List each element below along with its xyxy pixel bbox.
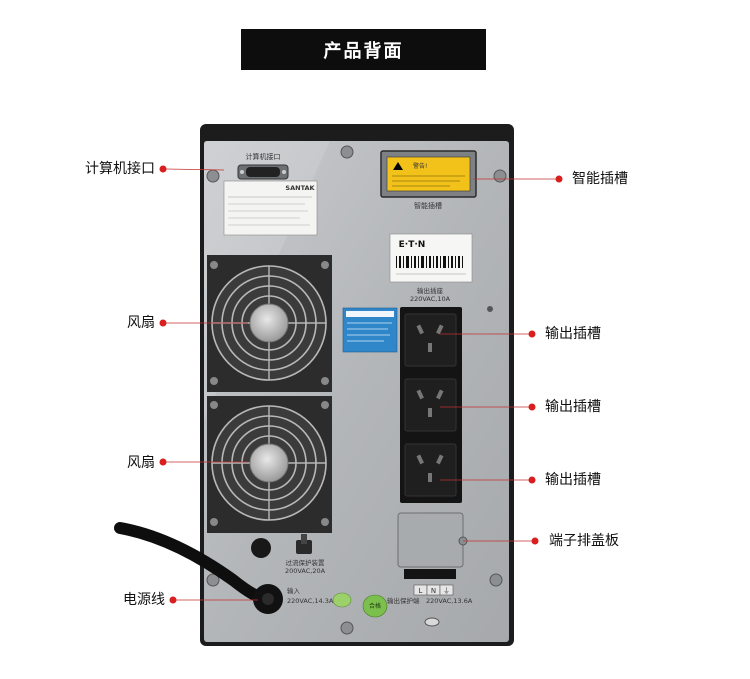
terminal-mark-ground: ⏚ [443,587,450,595]
breaker-rating: 200VAC,20A [285,567,326,575]
fan-top [207,255,332,392]
overcurrent-breaker: 过流保护装置 200VAC,20A [251,534,326,575]
callout-output-socket-1: 输出插槽 [545,326,601,342]
callout-fan-top: 风扇 [127,315,155,331]
terminal-cover-plate [397,512,468,579]
output-socket-block [400,307,462,503]
breaker-label: 过流保护装置 [286,558,326,567]
info-sticker [342,307,398,353]
input-rating: 220VAC,14.3A [287,597,334,605]
output-socket-1 [404,313,457,367]
panel-screws [206,145,507,635]
fan-bottom [207,396,332,533]
callout-power-cord: 电源线 [123,592,165,608]
page-title-banner: 产品背面 [241,29,486,70]
eaton-brand: E·T·N [399,240,426,250]
callout-terminal-cover: 端子排盖板 [549,533,619,549]
callout-dots [159,165,563,604]
santak-brand: SANTAK [285,184,315,192]
callout-fan-bottom: 风扇 [127,455,155,471]
eaton-barcode-label: E·T·N [389,233,473,283]
smart-slot-label: 智能插槽 [414,201,442,210]
output-socket-label: 输出插座 [417,286,444,295]
terminal-mark-l: L [419,587,423,595]
page-title: 产品背面 [323,40,404,62]
port-label: 计算机接口 [246,152,281,161]
power-cord [114,522,283,614]
callout-output-socket-2: 输出插槽 [545,399,601,415]
db9-serial-port: 计算机接口 [237,152,289,180]
callout-smart-slot: 智能插槽 [572,171,628,187]
santak-spec-label: SANTAK [223,180,318,236]
output-socket-2 [404,378,457,432]
callout-lines [165,168,556,601]
terminal-marks: L N ⏚ [413,584,454,596]
output-socket-rating: 220VAC,10A [410,295,451,303]
terminal-mark-n: N [431,587,436,595]
input-label: 输入 [287,586,301,595]
warning-sticker [386,156,471,192]
output-terminal-label: 输出保护端 [387,596,420,605]
pass-badge: 合格 [369,602,381,610]
warning-title: 警告! [413,162,427,170]
output-socket-3 [404,443,457,497]
callout-computer-port: 计算机接口 [85,161,155,177]
green-stickers: 合格 [332,592,388,618]
callout-output-socket-3: 输出插槽 [545,472,601,488]
smart-slot: 警告! 智能插槽 [380,150,477,210]
output-terminal-rating: 220VAC,13.6A [426,597,473,605]
